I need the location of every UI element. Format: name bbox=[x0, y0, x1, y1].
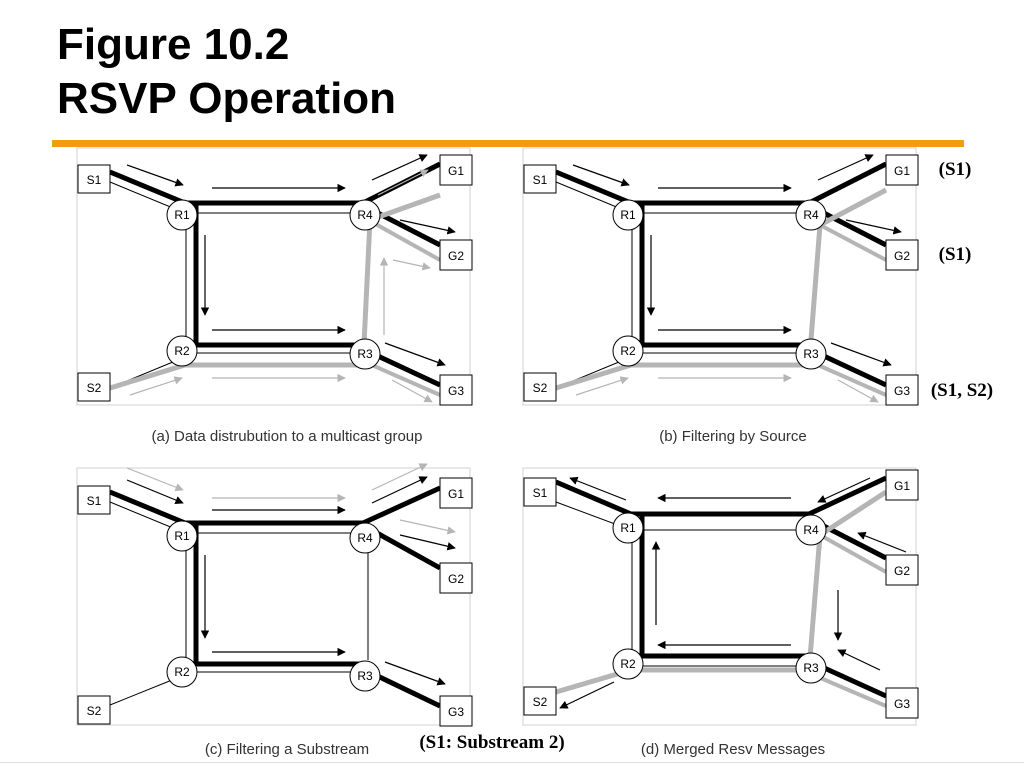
source-node-s1 bbox=[523, 477, 557, 507]
group-label: G1 bbox=[448, 487, 464, 501]
group-node-g1 bbox=[885, 154, 919, 186]
panel-caption: (c) Filtering a Substream bbox=[205, 741, 369, 758]
title-line-2: RSVP Operation bbox=[57, 74, 397, 123]
reservation-annotation-g2: (S1) bbox=[939, 244, 972, 265]
panel-d-frame bbox=[522, 467, 917, 726]
panel-a-frame bbox=[76, 147, 471, 406]
router-label: R2 bbox=[620, 344, 636, 358]
router-label: R1 bbox=[174, 208, 190, 222]
source-label: S1 bbox=[87, 494, 102, 508]
router-label: R3 bbox=[357, 347, 373, 361]
group-node-g2 bbox=[885, 239, 919, 271]
router-node-r3 bbox=[349, 660, 381, 692]
group-label: G3 bbox=[894, 384, 910, 398]
source-label: S1 bbox=[533, 173, 548, 187]
group-label: G1 bbox=[894, 164, 910, 178]
source-label: S2 bbox=[533, 381, 548, 395]
title-line-1: Figure 10.2 bbox=[57, 20, 290, 69]
panel-caption: (d) Merged Resv Messages bbox=[641, 741, 825, 758]
group-node-g3 bbox=[439, 695, 473, 727]
source-node-s2 bbox=[77, 695, 111, 725]
router-node-r4 bbox=[349, 199, 381, 231]
group-label: G2 bbox=[894, 564, 910, 578]
source-node-s1 bbox=[77, 485, 111, 515]
group-node-g2 bbox=[439, 562, 473, 594]
source-node-s2 bbox=[523, 372, 557, 402]
title-divider bbox=[52, 140, 964, 147]
router-label: R2 bbox=[620, 657, 636, 671]
router-node-r3 bbox=[795, 338, 827, 370]
group-node-g1 bbox=[439, 477, 473, 509]
router-label: R2 bbox=[174, 665, 190, 679]
slide-title: Figure 10.2 RSVP Operation bbox=[57, 18, 396, 126]
panel-c-frame bbox=[76, 467, 471, 726]
panel-b: S1 S2 G1 G2 G3 R1 R2 R3 R4 (b) Filtering… bbox=[522, 147, 993, 445]
router-label: R3 bbox=[357, 669, 373, 683]
router-node-r2 bbox=[612, 648, 644, 680]
footer-divider bbox=[0, 762, 1024, 763]
source-node-s1 bbox=[77, 164, 111, 194]
source-node-s2 bbox=[523, 686, 557, 716]
source-node-s2 bbox=[77, 372, 111, 402]
source-label: S1 bbox=[87, 173, 102, 187]
group-label: G3 bbox=[448, 705, 464, 719]
group-label: G3 bbox=[894, 697, 910, 711]
router-node-r1 bbox=[612, 512, 644, 544]
panel-c: S1 S2 G1 G2 G3 R1 R2 R3 R4 (c) Filtering… bbox=[76, 463, 565, 758]
router-node-r1 bbox=[166, 199, 198, 231]
source-label: S2 bbox=[533, 695, 548, 709]
group-label: G1 bbox=[448, 164, 464, 178]
group-label: G3 bbox=[448, 384, 464, 398]
router-node-r3 bbox=[349, 338, 381, 370]
group-label: G1 bbox=[894, 479, 910, 493]
reservation-annotation-g3: (S1, S2) bbox=[931, 380, 993, 401]
router-node-r2 bbox=[612, 335, 644, 367]
router-label: R3 bbox=[803, 661, 819, 675]
source-label: S2 bbox=[87, 704, 102, 718]
router-node-r3 bbox=[795, 652, 827, 684]
router-node-r4 bbox=[795, 199, 827, 231]
source-label: S1 bbox=[533, 486, 548, 500]
reservation-annotation-g1: (S1) bbox=[939, 159, 972, 180]
router-label: R1 bbox=[174, 529, 190, 543]
router-label: R3 bbox=[803, 347, 819, 361]
router-label: R4 bbox=[803, 208, 819, 222]
source-node-s1 bbox=[523, 164, 557, 194]
source-label: S2 bbox=[87, 381, 102, 395]
group-node-g2 bbox=[885, 554, 919, 586]
group-node-g1 bbox=[885, 469, 919, 501]
router-node-r1 bbox=[612, 199, 644, 231]
panel-b-frame bbox=[522, 147, 917, 406]
panel-d: S1 S2 G1 G2 G3 R1 R2 R3 R4 (d) Merged Re… bbox=[522, 467, 919, 758]
panel-caption: (a) Data distrubution to a multicast gro… bbox=[152, 428, 423, 445]
router-node-r2 bbox=[166, 335, 198, 367]
router-node-r2 bbox=[166, 656, 198, 688]
router-node-r4 bbox=[349, 522, 381, 554]
group-label: G2 bbox=[894, 249, 910, 263]
group-node-g1 bbox=[439, 154, 473, 186]
router-label: R2 bbox=[174, 344, 190, 358]
router-label: R4 bbox=[357, 208, 373, 222]
group-node-g3 bbox=[885, 687, 919, 719]
router-label: R1 bbox=[620, 208, 636, 222]
group-node-g2 bbox=[439, 239, 473, 271]
router-node-r1 bbox=[166, 520, 198, 552]
panel-a: S1 S2 G1 G2 G3 R1 R2 R3 R4 (a) Data dist… bbox=[76, 147, 473, 445]
router-node-r4 bbox=[795, 514, 827, 546]
substream-annotation: (S1: Substream 2) bbox=[419, 732, 564, 753]
group-node-g3 bbox=[439, 374, 473, 406]
router-label: R4 bbox=[357, 531, 373, 545]
router-label: R4 bbox=[803, 523, 819, 537]
router-label: R1 bbox=[620, 521, 636, 535]
group-node-g3 bbox=[885, 374, 919, 406]
panel-caption: (b) Filtering by Source bbox=[659, 428, 807, 445]
group-label: G2 bbox=[448, 249, 464, 263]
group-label: G2 bbox=[448, 572, 464, 586]
